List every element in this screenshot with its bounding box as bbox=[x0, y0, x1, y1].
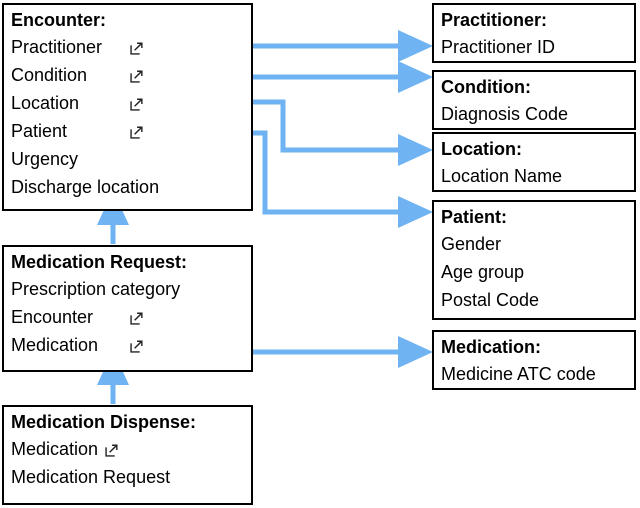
field-row-encounter-condition[interactable]: Condition bbox=[11, 61, 245, 89]
entity-title-practitioner: Practitioner: bbox=[441, 10, 548, 30]
field-row-medrequest-encounter[interactable]: Encounter bbox=[11, 303, 245, 331]
external-link-icon[interactable] bbox=[129, 125, 144, 140]
entity-title-medication: Medication: bbox=[441, 337, 542, 357]
entity-box-patient[interactable]: Patient: Gender Age group Postal Code bbox=[432, 200, 636, 320]
entity-title-medication-dispense: Medication Dispense: bbox=[11, 412, 197, 432]
entity-box-medication-dispense[interactable]: Medication Dispense: Medication Medicati… bbox=[2, 405, 253, 505]
external-link-icon[interactable] bbox=[129, 311, 144, 326]
entity-box-encounter[interactable]: Encounter: Practitioner Condition bbox=[2, 3, 253, 211]
external-link-icon[interactable] bbox=[104, 443, 119, 458]
field-label: Patient bbox=[11, 121, 68, 141]
field-row-medrequest-medication[interactable]: Medication bbox=[11, 331, 245, 359]
field-row-patient-age-group: Age group bbox=[441, 258, 628, 286]
field-label: Urgency bbox=[11, 149, 79, 169]
field-label: Diagnosis Code bbox=[441, 104, 569, 124]
field-label: Medication bbox=[11, 335, 99, 355]
field-row-patient-postal-code: Postal Code bbox=[441, 286, 628, 314]
field-row-encounter-practitioner[interactable]: Practitioner bbox=[11, 33, 245, 61]
field-label: Prescription category bbox=[11, 279, 181, 299]
external-link-icon[interactable] bbox=[129, 339, 144, 354]
field-row-meddispense-medication[interactable]: Medication bbox=[11, 435, 245, 463]
entity-title-condition: Condition: bbox=[441, 77, 531, 97]
external-link-icon[interactable] bbox=[129, 69, 144, 84]
entity-box-location[interactable]: Location: Location Name bbox=[432, 132, 636, 192]
entity-title-patient: Patient: bbox=[441, 207, 508, 227]
entity-box-medication-request[interactable]: Medication Request: Prescription categor… bbox=[2, 245, 253, 372]
field-row-encounter-location[interactable]: Location bbox=[11, 89, 245, 117]
field-row-encounter-discharge-location: Discharge location bbox=[11, 173, 245, 201]
entity-box-condition[interactable]: Condition: Diagnosis Code bbox=[432, 70, 636, 130]
field-row-encounter-urgency: Urgency bbox=[11, 145, 245, 173]
field-label: Location bbox=[11, 93, 80, 113]
field-row-medication-atc-code: Medicine ATC code bbox=[441, 360, 628, 388]
field-row-condition-diagnosis-code: Diagnosis Code bbox=[441, 100, 628, 128]
field-row-meddispense-medication-request: Medication Request bbox=[11, 463, 245, 491]
field-label: Practitioner ID bbox=[441, 37, 556, 57]
field-row-medrequest-prescription-category: Prescription category bbox=[11, 275, 245, 303]
field-label: Medicine ATC code bbox=[441, 364, 596, 384]
field-row-practitioner-id: Practitioner ID bbox=[441, 33, 628, 61]
field-label: Medication Request bbox=[11, 467, 171, 487]
entity-title-location: Location: bbox=[441, 139, 522, 159]
field-label: Postal Code bbox=[441, 290, 540, 310]
field-label: Practitioner bbox=[11, 37, 103, 57]
field-row-location-name: Location Name bbox=[441, 162, 628, 190]
entity-box-medication[interactable]: Medication: Medicine ATC code bbox=[432, 330, 636, 390]
field-label: Encounter bbox=[11, 307, 94, 327]
field-label: Age group bbox=[441, 262, 525, 282]
field-row-encounter-patient[interactable]: Patient bbox=[11, 117, 245, 145]
entity-box-practitioner[interactable]: Practitioner: Practitioner ID bbox=[432, 3, 636, 63]
field-label: Location Name bbox=[441, 166, 563, 186]
entity-title-encounter: Encounter: bbox=[11, 10, 107, 30]
field-label: Condition bbox=[11, 65, 88, 85]
external-link-icon[interactable] bbox=[129, 97, 144, 112]
field-label: Gender bbox=[441, 234, 502, 254]
external-link-icon[interactable] bbox=[129, 41, 144, 56]
field-label: Medication bbox=[11, 439, 99, 459]
entity-title-medication-request: Medication Request: bbox=[11, 252, 188, 272]
field-label: Discharge location bbox=[11, 177, 160, 197]
field-row-patient-gender: Gender bbox=[441, 230, 628, 258]
